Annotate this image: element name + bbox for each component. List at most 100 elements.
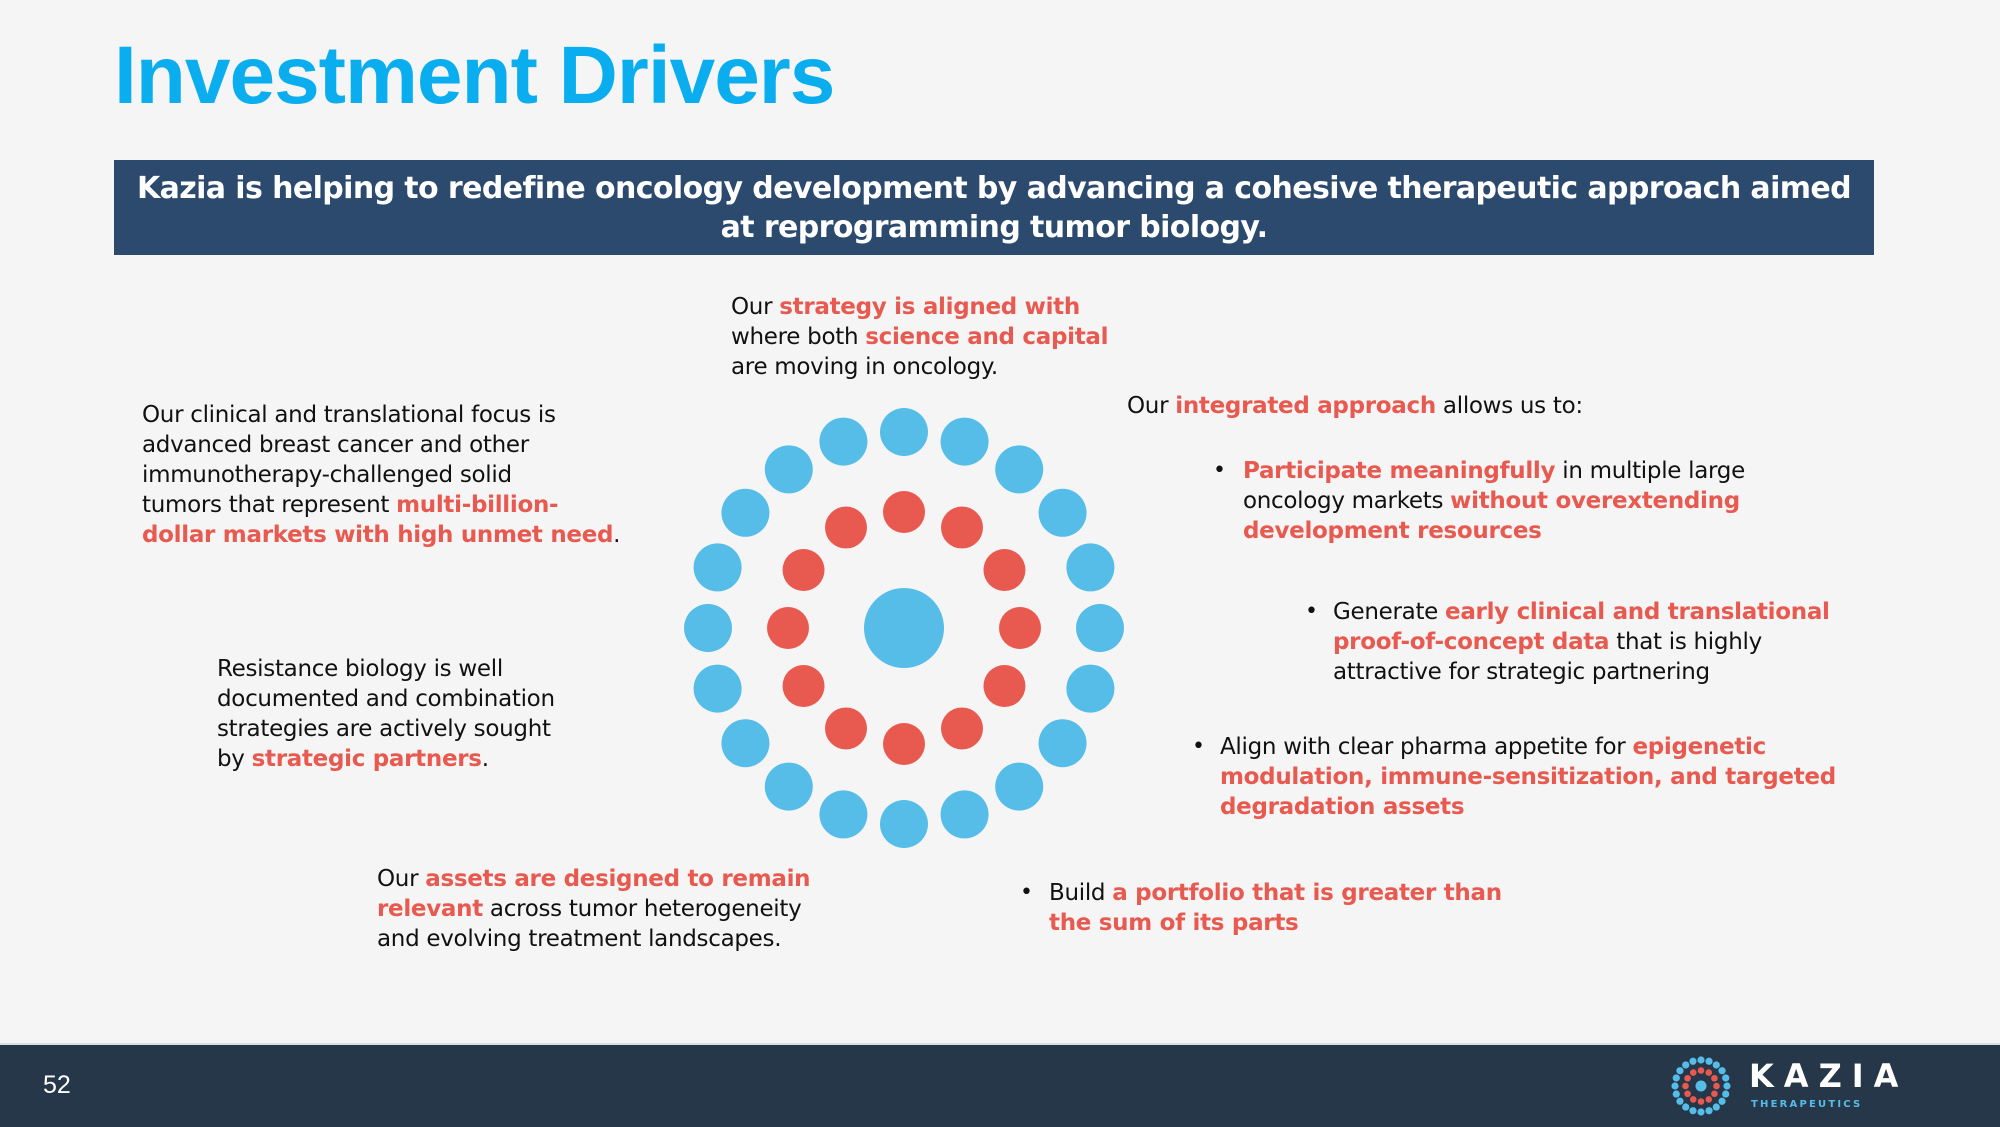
markets-highlight-part2: dollar markets with high unmet need (142, 522, 614, 548)
bullet3-line2: modulation, immune-sensitization, and ta… (1220, 764, 1836, 790)
logo-outer-dot (1697, 1056, 1705, 1064)
bullet-icon: • (1305, 599, 1318, 624)
logo-outer-dot (1689, 1107, 1697, 1115)
page-number: 52 (43, 1071, 71, 1099)
ring-outer-dot (819, 417, 868, 466)
ring-outer-dot (880, 800, 928, 848)
logo-outer-dot (1712, 1061, 1720, 1069)
logo-inner-dot (1689, 1069, 1697, 1076)
resistance-line3: strategies are actively sought (217, 716, 551, 742)
ring-outer-dot (995, 445, 1044, 494)
ring-outer-dot (1066, 543, 1115, 592)
assets-text-block: Our assets are designed to remain releva… (377, 864, 811, 954)
focus-line3: immunotherapy-challenged solid (142, 462, 512, 488)
strategy-highlight: strategy is aligned with (779, 294, 1080, 320)
integrated-highlight: integrated approach (1175, 393, 1436, 419)
bullet1-highlight2: without overextending (1450, 488, 1740, 514)
ring-outer-dot (721, 488, 770, 537)
bullet1-line2-prefix: oncology markets (1243, 488, 1451, 514)
logo-outer-dot (1676, 1097, 1684, 1105)
ring-outer-dot (880, 408, 928, 456)
assets-line1-prefix: Our (377, 866, 426, 892)
logo-outer-dot (1689, 1057, 1697, 1065)
logo-outer-dot (1723, 1082, 1731, 1090)
focus-line2: advanced breast cancer and other (142, 432, 529, 458)
strategy-text-block: Our strategy is aligned with where both … (731, 292, 1109, 382)
bullet1-line3: development resources (1243, 518, 1542, 544)
bullet2-line2-rest: that is highly (1609, 629, 1762, 655)
integrated-prefix: Our (1127, 393, 1176, 419)
logo-outer-dot (1672, 1074, 1680, 1082)
logo-subtitle: THERAPEUTICS (1751, 1099, 1863, 1110)
kazia-logo-mark-icon (1671, 1056, 1731, 1116)
logo-center-dot (1695, 1080, 1707, 1092)
ring-outer-dot (693, 664, 742, 713)
assets-highlight-part2: relevant (377, 896, 483, 922)
logo-inner-dot (1713, 1082, 1720, 1090)
ring-inner-dot (983, 549, 1026, 591)
logo-outer-dot (1676, 1067, 1684, 1075)
focus-text-block: Our clinical and translational focus is … (142, 400, 620, 550)
focus-line4-prefix: tumors that represent (142, 492, 397, 518)
bullet2-line3: attractive for strategic partnering (1333, 659, 1710, 685)
logo-outer-dot (1672, 1090, 1680, 1098)
logo-inner-dot (1705, 1069, 1713, 1076)
ring-outer-dot (1076, 604, 1124, 652)
ring-outer-dot (1038, 719, 1087, 768)
logo-outer-dot (1682, 1103, 1690, 1111)
summary-banner: Kazia is helping to redefine oncology de… (114, 160, 1874, 255)
assets-line2-rest: across tumor heterogeneity (482, 896, 802, 922)
logo-inner-dot (1711, 1090, 1718, 1098)
partners-highlight: strategic partners (251, 746, 482, 772)
ring-inner-dot (767, 607, 809, 649)
ring-inner-dot (883, 723, 925, 765)
strategy-line3: are moving in oncology. (731, 354, 998, 380)
bullet-text: Align with clear pharma appetite for epi… (1220, 732, 1836, 822)
logo-wordmark: KAZIA (1749, 1057, 1909, 1095)
logo-inner-dot (1697, 1067, 1705, 1074)
ring-inner-dot (883, 491, 925, 533)
integrated-approach-intro: Our integrated approach allows us to: (1127, 391, 1583, 421)
assets-line3: and evolving treatment landscapes. (377, 926, 782, 952)
ring-inner-dot (782, 549, 825, 591)
ring-outer-dot (764, 762, 813, 811)
bullet-icon: • (1192, 734, 1205, 759)
logo-outer-dot (1722, 1074, 1730, 1082)
ring-outer-dot (684, 604, 732, 652)
ring-outer-dot (940, 417, 989, 466)
bullet3-line3: degradation assets (1220, 794, 1465, 820)
bullet-text: Generate early clinical and translationa… (1333, 597, 1830, 687)
strategy-line1-prefix: Our (731, 294, 780, 320)
ring-center-dot (864, 588, 944, 668)
logo-outer-dot (1712, 1103, 1720, 1111)
ring-outer-dot (1038, 488, 1087, 537)
bullet2-highlight2: proof-of-concept data (1333, 629, 1610, 655)
kazia-logo: KAZIA THERAPEUTICS (1665, 1051, 1905, 1121)
ring-inner-dot (983, 665, 1026, 707)
bullet1-highlight1: Participate meaningfully (1243, 458, 1556, 484)
ring-inner-dot (825, 506, 867, 549)
logo-inner-dot (1711, 1074, 1718, 1082)
ring-inner-dot (999, 607, 1041, 649)
summary-banner-text: Kazia is helping to redefine oncology de… (136, 170, 1852, 245)
logo-inner-dot (1689, 1096, 1697, 1103)
integrated-suffix: allows us to: (1435, 393, 1583, 419)
ring-outer-dot (1066, 664, 1115, 713)
resistance-line4-prefix: by (217, 746, 252, 772)
markets-highlight-part1: multi-billion- (396, 492, 559, 518)
ring-outer-dot (693, 543, 742, 592)
logo-outer-dot (1697, 1108, 1705, 1116)
ring-outer-dot (995, 762, 1044, 811)
ring-outer-dot (940, 790, 989, 839)
resistance-line1: Resistance biology is well (217, 656, 503, 682)
bullet3-highlight1: epigenetic (1632, 734, 1766, 760)
ring-inner-dot (941, 707, 983, 750)
ring-inner-dot (782, 665, 825, 707)
assets-highlight-part1: assets are designed to remain (425, 866, 811, 892)
bullet2-line1-prefix: Generate (1333, 599, 1446, 625)
focus-line1: Our clinical and translational focus is (142, 402, 556, 428)
bullet-icon: • (1020, 880, 1033, 905)
ring-outer-dot (764, 445, 813, 494)
logo-outer-dot (1682, 1061, 1690, 1069)
logo-inner-dot (1684, 1090, 1691, 1098)
